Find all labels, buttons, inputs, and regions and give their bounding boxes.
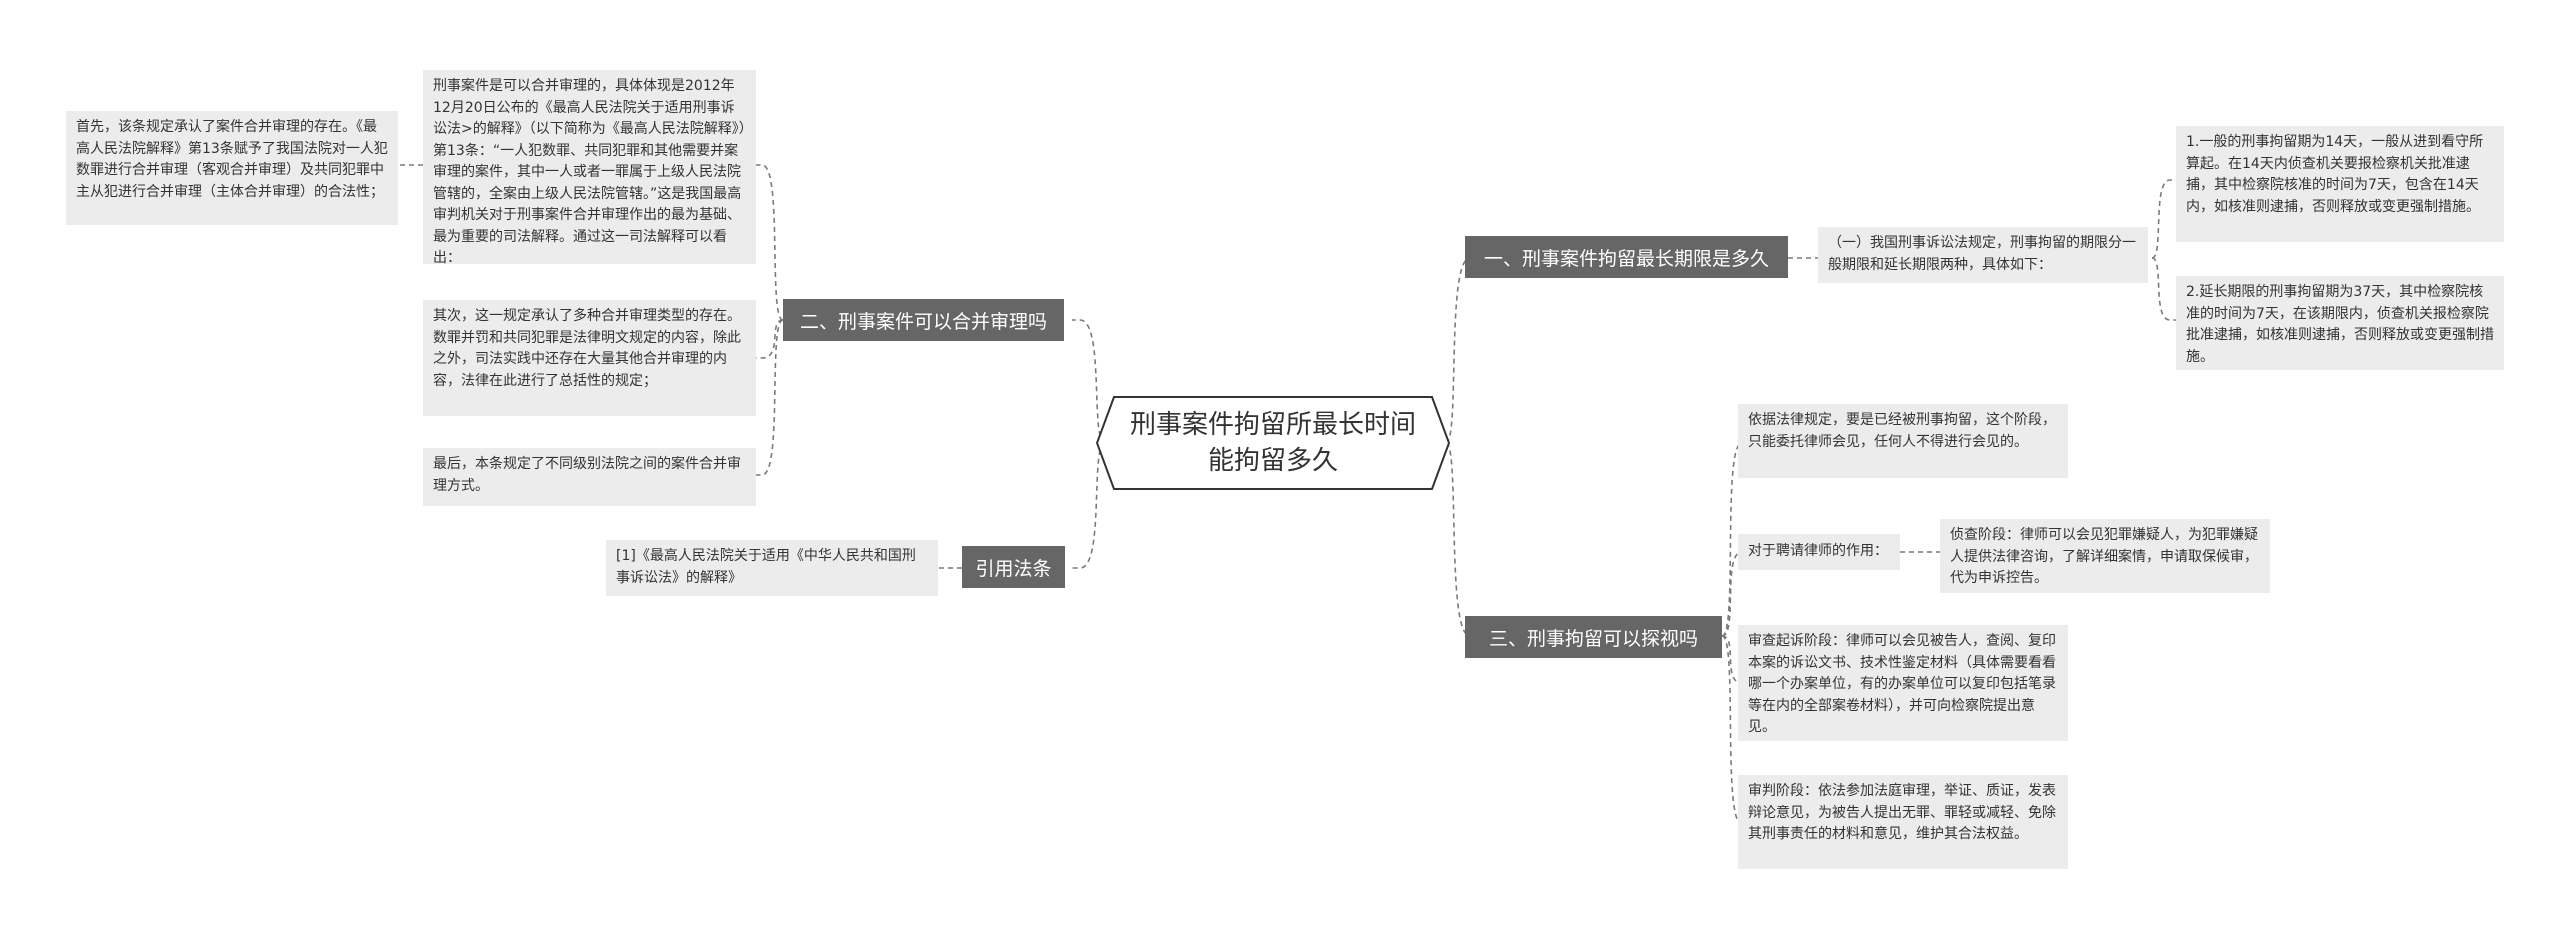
link-root-b2 (1072, 319, 1106, 444)
b1-general-period-text: 1.一般的刑事拘留期为14天，一般从进到看守所算起。在14天内侦查机关要报检察机… (2186, 134, 2484, 215)
b3-investigation-stage-text: 侦查阶段：律师可以会见犯罪嫌疑人，为犯罪嫌疑人提供法律咨询，了解详细案情，申请取… (1950, 527, 2258, 586)
b2-finally-text: 最后，本条规定了不同级别法院之间的案件合并审理方式。 (433, 456, 741, 494)
b3-investigation-stage-node[interactable]: 侦查阶段：律师可以会见犯罪嫌疑人，为犯罪嫌疑人提供法律咨询，了解详细案情，申请取… (1940, 519, 2270, 593)
b2-joint-trial-basis-node[interactable]: 刑事案件是可以合并审理的，具体体现是2012年12月20日公布的《最高人民法院关… (423, 70, 756, 264)
link-b2-c1 (756, 164, 784, 321)
b3-prosecution-stage-node[interactable]: 审查起诉阶段：律师可以会见被告人，查阅、复印本案的诉讼文书、技术性鉴定材料（具体… (1738, 625, 2068, 741)
b2-finally-node[interactable]: 最后，本条规定了不同级别法院之间的案件合并审理方式。 (423, 448, 756, 506)
b1-intro-text: （一）我国刑事诉讼法规定，刑事拘留的期限分一般期限和延长期限两种，具体如下： (1828, 235, 2136, 273)
link-intro-p1 (2151, 179, 2176, 259)
link-root-b4 (1072, 442, 1106, 569)
branch-2-label: 二、刑事案件可以合并审理吗 (799, 310, 1047, 333)
link-b2-c3 (756, 319, 784, 476)
b2-firstly-node[interactable]: 首先，该条规定承认了案件合并审理的存在。《最高人民法院解释》第13条赋予了我国法… (66, 111, 398, 225)
b1-extended-period-node[interactable]: 2.延长期限的刑事拘留期为37天，其中检察院核准的时间为7天，在该期限内，侦查机… (2176, 276, 2504, 370)
b1-intro-node[interactable]: （一）我国刑事诉讼法规定，刑事拘留的期限分一般期限和延长期限两种，具体如下： (1818, 227, 2148, 283)
root-hexagon-shape (1096, 396, 1450, 490)
b3-trial-stage-text: 审判阶段：依法参加法庭审理，举证、质证，发表辩论意见，为被告人提出无罪、罪轻或减… (1748, 783, 2056, 842)
b3-lawyer-role-node[interactable]: 对于聘请律师的作用： (1738, 534, 1900, 570)
b2-joint-trial-basis-text: 刑事案件是可以合并审理的，具体体现是2012年12月20日公布的《最高人民法院关… (433, 78, 746, 264)
branch-3-label: 三、刑事拘留可以探视吗 (1488, 627, 1698, 650)
b2-firstly-text: 首先，该条规定承认了案件合并审理的存在。《最高人民法院解释》第13条赋予了我国法… (76, 119, 388, 200)
branch-4-label: 引用法条 (975, 557, 1052, 580)
branch-1-label: 一、刑事案件拘留最长期限是多久 (1483, 247, 1769, 270)
link-root-b1 (1445, 257, 1478, 444)
root-title: 刑事案件拘留所最长时间能拘留多久 (1129, 410, 1416, 476)
link-b3-c4 (1721, 635, 1748, 825)
branch-4-citations[interactable]: 引用法条 (962, 546, 1065, 588)
link-root-b3 (1445, 442, 1478, 637)
link-b2-c2 (756, 319, 784, 359)
branch-3-visitation[interactable]: 三、刑事拘留可以探视吗 (1465, 616, 1722, 658)
b2-secondly-node[interactable]: 其次，这一规定承认了多种合并审理类型的存在。数罪并罚和共同犯罪是法律明文规定的内… (423, 300, 756, 416)
b3-lawyer-only-node[interactable]: 依据法律规定，要是已经被刑事拘留，这个阶段，只能委托律师会见，任何人不得进行会见… (1738, 404, 2068, 478)
b3-lawyer-role-text: 对于聘请律师的作用： (1748, 543, 1888, 560)
branch-2-joint-trial[interactable]: 二、刑事案件可以合并审理吗 (783, 299, 1064, 341)
b2-secondly-text: 其次，这一规定承认了多种合并审理类型的存在。数罪并罚和共同犯罪是法律明文规定的内… (433, 308, 741, 389)
branch-1-max-detention[interactable]: 一、刑事案件拘留最长期限是多久 (1465, 236, 1788, 278)
b3-lawyer-only-text: 依据法律规定，要是已经被刑事拘留，这个阶段，只能委托律师会见，任何人不得进行会见… (1748, 412, 2056, 450)
b4-citation-node[interactable]: [1]《最高人民法院关于适用《中华人民共和国刑事诉讼法》的解释》 (606, 540, 938, 596)
root-topic[interactable]: 刑事案件拘留所最长时间能拘留多久 (1096, 396, 1450, 490)
b4-citation-text: [1]《最高人民法院关于适用《中华人民共和国刑事诉讼法》的解释》 (616, 548, 916, 586)
b3-prosecution-stage-text: 审查起诉阶段：律师可以会见被告人，查阅、复印本案的诉讼文书、技术性鉴定材料（具体… (1748, 633, 2056, 735)
link-intro-p2 (2151, 257, 2176, 321)
b1-extended-period-text: 2.延长期限的刑事拘留期为37天，其中检察院核准的时间为7天，在该期限内，侦查机… (2186, 284, 2494, 365)
b1-general-period-node[interactable]: 1.一般的刑事拘留期为14天，一般从进到看守所算起。在14天内侦查机关要报检察机… (2176, 126, 2504, 242)
b3-trial-stage-node[interactable]: 审判阶段：依法参加法庭审理，举证、质证，发表辩论意见，为被告人提出无罪、罪轻或减… (1738, 775, 2068, 869)
